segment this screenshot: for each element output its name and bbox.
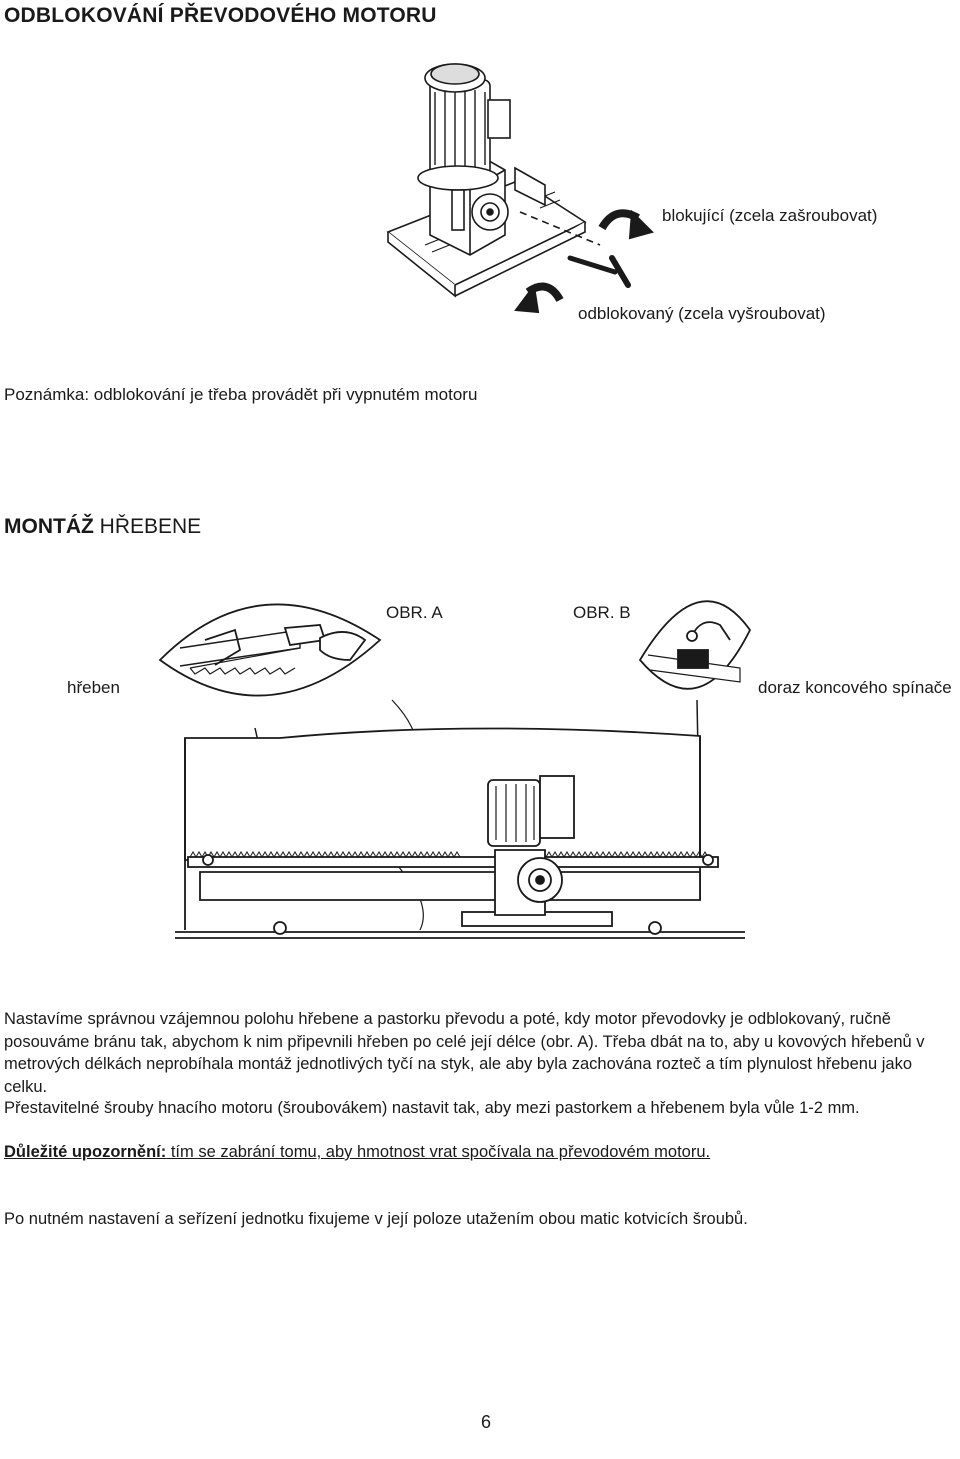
important-label: Důležité upozornění: [4,1143,167,1161]
page-number: 6 [480,1412,491,1432]
important-notice: Důležité upozornění: tím se zabrání tomu… [4,1141,954,1164]
section-title-rack-mounting: MONTÁŽ HŘEBENE [4,515,201,539]
important-text: tím se zabrání tomu, aby hmotnost vrat s… [166,1143,711,1161]
section-title-unlock: ODBLOKOVÁNÍ PŘEVODOVÉHO MOTORU [4,4,437,27]
detail-b-limit-stop-illustration [638,600,752,690]
unlock-arrow-icon [514,282,564,314]
lock-arrow-icon [598,209,654,240]
note-unlock: Poznámka: odblokování je třeba provádět … [4,385,478,404]
label-lock-position: blokující (zcela zašroubovat) [662,206,878,225]
figure-a-label: OBR. A [386,603,443,622]
section-title-bold: MONTÁŽ [4,515,94,538]
label-limit-stop: doraz koncového spínače [758,678,952,697]
label-unlock-position: odblokovaný (zcela vyšroubovat) [578,304,826,323]
label-rack: hřeben [67,678,120,697]
paragraph-motor-screws: Přestavitelné šrouby hnacího motoru (šro… [4,1099,860,1117]
figure-b-label: OBR. B [573,603,631,622]
detail-a-welding-illustration [158,603,382,697]
gear-motor-illustration [386,63,631,298]
paragraph-fixation: Po nutném nastavení a seřízení jednotku … [4,1210,748,1228]
paragraph-rack-adjustment: Nastavíme správnou vzájemnou polohu hřeb… [4,1010,925,1096]
gate-rack-illustration [175,727,745,939]
section-title-rest: HŘEBENE [93,515,202,538]
